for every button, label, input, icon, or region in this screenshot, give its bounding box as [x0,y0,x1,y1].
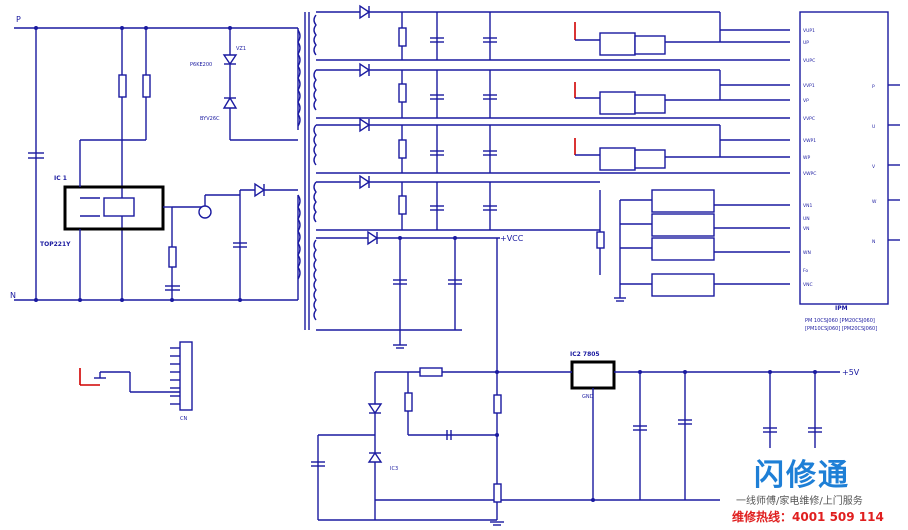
ipm-pin-label: VNC [803,282,813,288]
ipm-pin-label: VUPC [803,58,815,64]
secondary-channel-1 [316,4,720,61]
input-rails [14,27,299,301]
ic1-part: TOP221Y [40,241,71,248]
opto-driver-1 [574,12,790,61]
vz-part: P6KE200 [190,62,212,68]
bias-resistors [118,28,151,300]
vcc-net-label: +VCC [500,234,524,243]
vcc-channel [316,230,500,520]
secondary-channel-4 [316,174,600,231]
ipm-pin-label: VN [803,226,809,232]
ipm-label: IPM [835,305,848,312]
ipm-pin-label: UN [803,216,810,222]
junctions [34,26,817,502]
ic1-top-switch: IC 1 TOP221Y [40,139,172,300]
ipm-pin-p: P [872,84,875,90]
ipm-part-2: [PM10CSJ060] [PM20CSJ060] [805,326,877,332]
secondary-channel-2 [316,62,720,119]
vz-label: VZ1 [236,46,246,52]
ic2-label: IC2 7805 [570,351,600,358]
brand-name: 闪修通 [754,458,850,493]
cn-label: CN [180,416,187,422]
input-capacitor [28,152,44,159]
ipm-pin-label: VVP1 [803,83,815,89]
ic2-gnd: GND [582,394,594,400]
opto-driver-lower [596,189,790,302]
ipm-pin-n: N [872,239,875,245]
opto-driver-3 [574,125,790,174]
transformer [297,12,317,330]
p-node-label: P [16,15,21,24]
primary-snubber: VZ1 P6KE200 BYV26C [190,28,298,141]
n-node-label: N [10,291,16,300]
secondary-channel-3 [316,117,720,174]
ipm-pin-label: VWPC [803,171,816,177]
connector-cn: CN [79,341,193,422]
rec-label: IC3 [390,466,398,472]
ipm-pin-label: VP [803,98,809,104]
opto-driver-2 [574,70,790,119]
ipm-pin-label: VN1 [803,203,812,209]
ipm-pin-label: WN [803,250,811,256]
ipm-pin-w: W [872,199,877,205]
out-5v-label: +5V [842,368,860,377]
ipm-pin-label: VUP1 [803,28,815,34]
ipm-pin-label: VWP1 [803,138,816,144]
ipm-pin-u: U [872,124,875,130]
ipm-pin-label: Fo [803,268,808,274]
ipm-pin-label: WP [803,155,810,161]
brand-hotline: 维修热线：4001 509 114 [732,510,884,524]
ipm-pin-v: V [872,164,876,170]
brand-watermark: 闪修通 一线师傅/家电维修/上门服务 维修热线：4001 509 114 [720,448,908,530]
feedback-network [165,182,298,300]
ic1-label: IC 1 [54,175,67,182]
diode-part: BYV26C [200,116,220,122]
supervisor-section: IC3 [311,367,504,526]
ipm-pin-label: UP [803,40,809,46]
ipm-module: P U V W N IPM PM 10CSJ060 [PM20CSJ060] [… [799,11,900,332]
ipm-part: PM 10CSJ060 [PM20CSJ060] [805,318,875,324]
ipm-pin-label: VVPC [803,116,815,122]
brand-slogan: 一线师傅/家电维修/上门服务 [736,496,863,507]
